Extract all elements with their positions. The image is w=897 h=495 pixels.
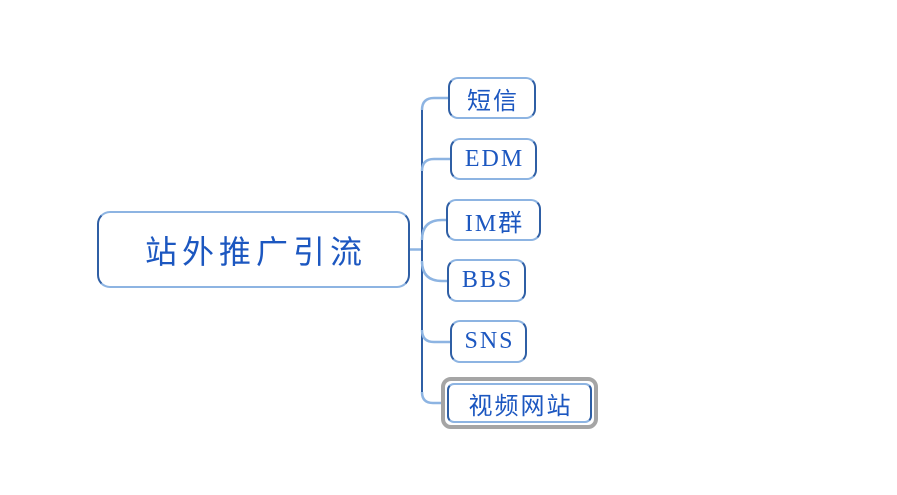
child-node-sns[interactable]: SNS <box>450 320 527 363</box>
child-node-video-site-label: 视频网站 <box>468 393 573 420</box>
connector-branch-edm <box>420 157 450 172</box>
child-node-im-group-label: IM群 <box>464 210 525 237</box>
connector-branch-sms <box>420 96 448 111</box>
child-node-sns-label: SNS <box>464 328 515 354</box>
child-node-im-group[interactable]: IM群 <box>446 199 541 241</box>
child-node-bbs-label: BBS <box>461 267 514 293</box>
connector-branch-video <box>420 391 441 405</box>
connector-branch-sns <box>420 329 450 344</box>
child-node-video-site[interactable]: 视频网站 <box>447 383 592 423</box>
connector-branch-im <box>420 218 446 241</box>
child-node-edm-label: EDM <box>464 145 525 172</box>
root-node-label: 站外推广引流 <box>144 233 367 270</box>
connector-branch-bbs <box>420 260 447 283</box>
child-node-bbs[interactable]: BBS <box>447 259 526 302</box>
root-node-topic[interactable]: 站外推广引流 <box>97 211 410 288</box>
selection-ring: 视频网站 <box>441 377 598 429</box>
child-node-sms-label: 短信 <box>467 88 519 115</box>
child-node-edm[interactable]: EDM <box>450 138 537 180</box>
child-node-sms[interactable]: 短信 <box>448 77 536 119</box>
